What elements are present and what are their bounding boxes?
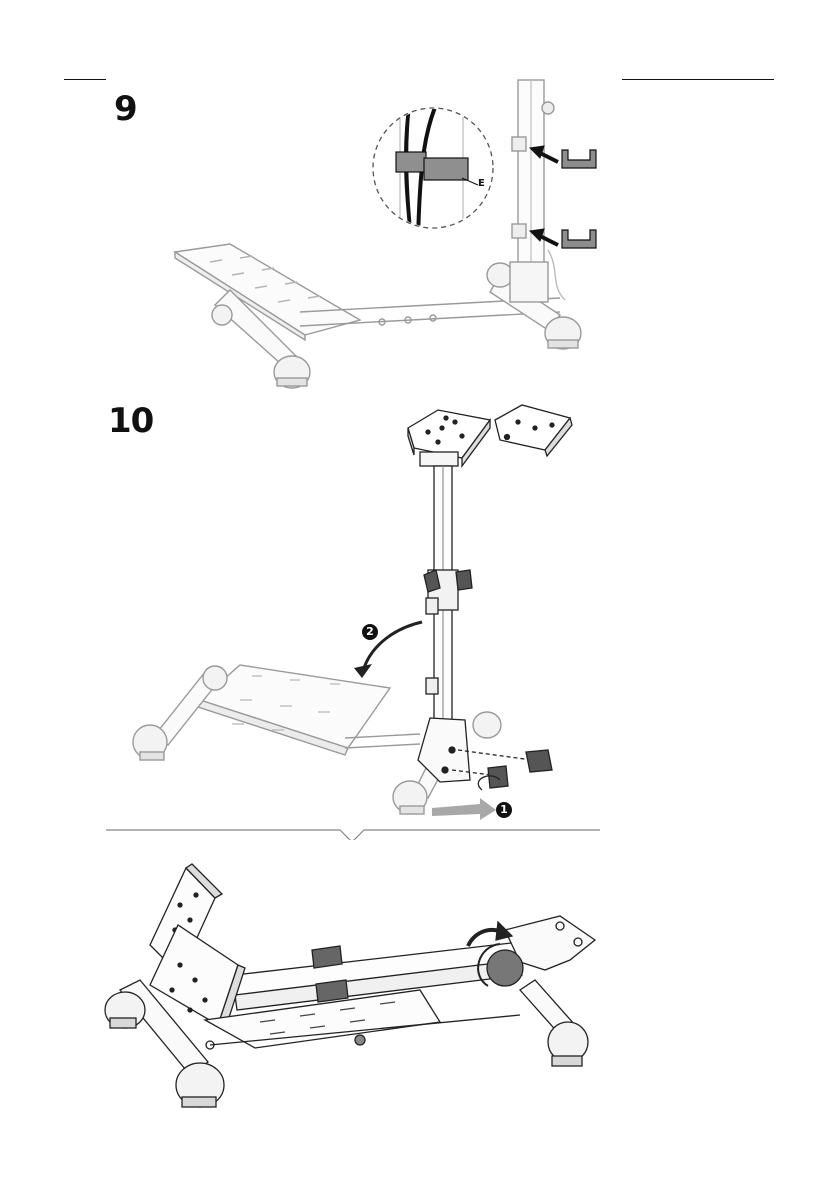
rail-knob-front bbox=[316, 980, 348, 1002]
rail-knob-top bbox=[312, 946, 342, 968]
rotate-arrow bbox=[468, 930, 505, 946]
wheel-plate-upright bbox=[150, 868, 215, 975]
foot-left-front bbox=[176, 1063, 224, 1107]
rear-bracket bbox=[505, 916, 595, 970]
foot-right-back bbox=[473, 712, 501, 738]
knob-bolt-lower bbox=[488, 766, 508, 788]
step-badge-1: 1 bbox=[496, 802, 512, 818]
step-badge-2: 2 bbox=[362, 624, 378, 640]
lock-knob bbox=[487, 950, 523, 986]
shifter-plate-upright bbox=[150, 925, 238, 1025]
pedal-plate-flat bbox=[205, 990, 440, 1048]
pull-arrow bbox=[432, 798, 496, 820]
height-knob-right bbox=[456, 570, 472, 590]
step-10-illustration bbox=[0, 0, 840, 840]
foot-left-b bbox=[203, 666, 227, 690]
knob-bolt-upper bbox=[526, 750, 552, 772]
foot-right-front bbox=[548, 1022, 588, 1062]
foot-left-back bbox=[105, 992, 145, 1028]
main-rail bbox=[235, 942, 522, 995]
section-divider bbox=[106, 830, 600, 840]
wheel-mount-plate bbox=[408, 410, 490, 458]
